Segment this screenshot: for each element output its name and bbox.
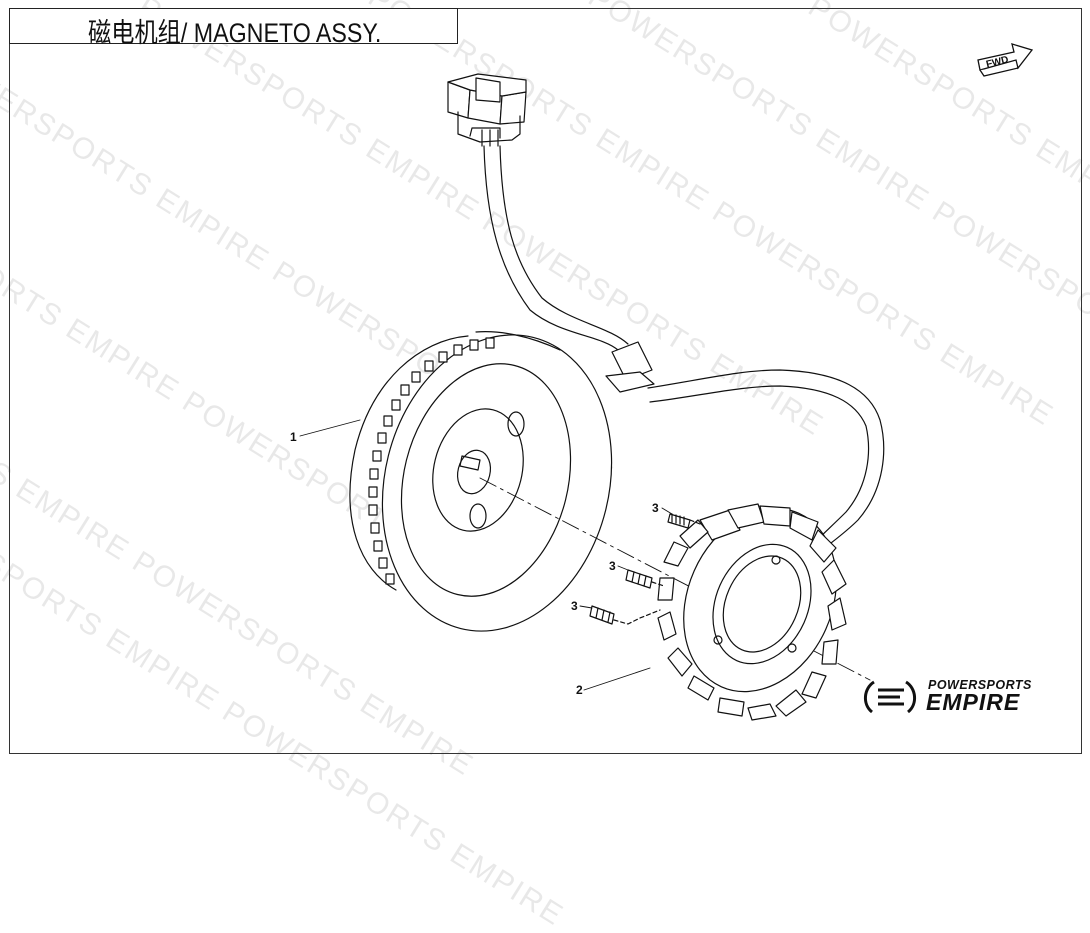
magneto-assembly-drawing [299,73,916,721]
wire-harness [483,145,885,561]
bolt-a [667,513,701,529]
brand-line1: POWERSPORTS [928,678,1032,692]
brand-logo: POWERSPORTS EMPIRE [862,672,1062,720]
flywheel-rotor [349,331,871,681]
fwd-arrow: FWD [976,42,1036,82]
callout-2: 2 [576,683,583,697]
bolt-c [589,605,661,625]
page-title: 磁电机组/ MAGNETO ASSY. [88,18,382,48]
title-box: 磁电机组/ MAGNETO ASSY. [9,8,458,48]
wire-connector [447,73,527,147]
callout-3-bottom: 3 [571,599,578,613]
callout-1: 1 [290,430,297,444]
drawing-frame [9,8,1082,754]
stator [657,503,847,721]
brand-line2: EMPIRE [926,689,1021,715]
callout-3-top: 3 [652,501,659,515]
bolt-b [625,569,665,589]
callout-3-middle: 3 [609,559,616,573]
brand-logo-mark [864,680,916,714]
